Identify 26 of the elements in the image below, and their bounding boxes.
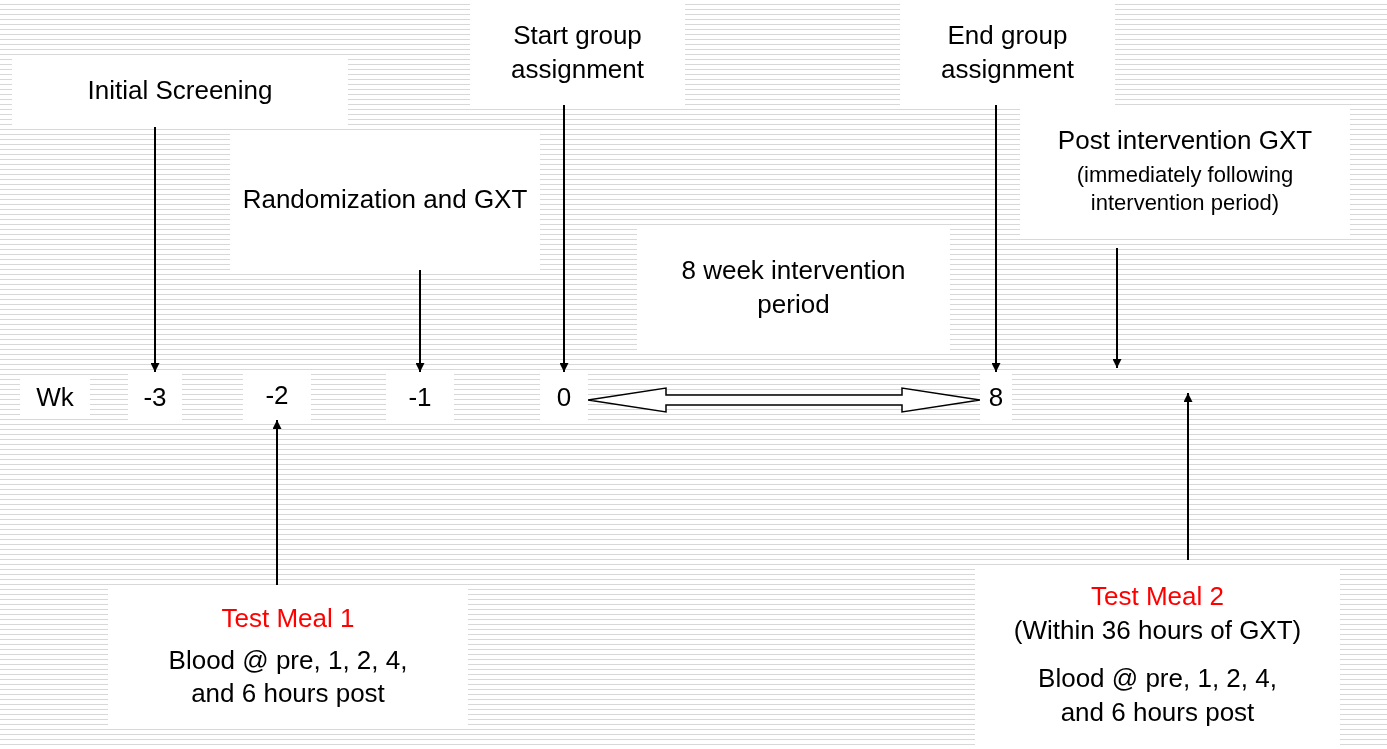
week-number: 8 [988,381,1004,415]
arrow [1183,392,1193,561]
box-heading: Start group assignment [510,18,645,86]
week-number: -3 [143,381,167,415]
box-heading: Test Meal 2 [1091,580,1224,614]
axis-label: Wk [20,378,90,418]
box-heading: Initial Screening [87,74,273,108]
arrow [559,104,569,373]
double-arrow [587,387,981,413]
arrow [1112,247,1122,369]
week-number: 0 [556,381,572,415]
box-heading: 8 week intervention period [680,253,907,321]
arrow [415,269,425,373]
arrow [150,126,160,373]
box-heading: End group assignment [940,18,1075,86]
box-text: Blood @ pre, 1, 2, 4, and 6 hours post [167,643,409,711]
box-text: (Within 36 hours of GXT) [1013,614,1302,648]
arrow [272,419,282,586]
box-heading: Test Meal 1 [221,601,355,635]
box-heading: Randomization and GXT [242,183,528,217]
box-text: Blood @ pre, 1, 2, 4, and 6 hours post [1037,662,1278,729]
arrow [991,104,1001,373]
box-heading: Post intervention GXT [1057,123,1313,157]
week-number: -1 [408,381,432,415]
box-text: (immediately following intervention period) [1075,161,1295,217]
week-number: -2 [265,379,289,413]
